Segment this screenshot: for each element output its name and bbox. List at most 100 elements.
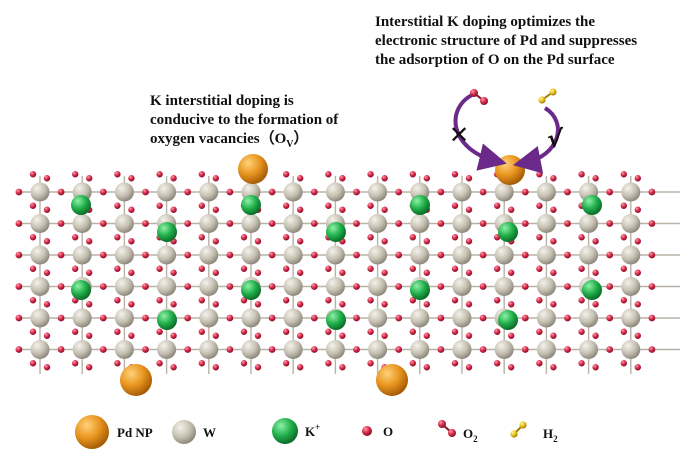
oxygen-atom xyxy=(29,328,37,335)
oxygen-atom xyxy=(114,265,121,272)
oxygen-atom xyxy=(57,251,65,259)
oxygen-atom xyxy=(57,346,65,353)
oxygen-atom xyxy=(86,238,93,245)
oxygen-atom xyxy=(451,265,459,272)
adsorption-cycle: ✕ √ xyxy=(449,88,564,174)
oxygen-atom xyxy=(297,206,304,213)
oxygen-atom xyxy=(114,360,121,367)
tungsten-atom xyxy=(199,308,219,328)
oxygen-atom xyxy=(620,234,627,241)
oxygen-atom xyxy=(128,175,135,182)
oxygen-atom xyxy=(465,332,473,339)
oxygen-atom xyxy=(606,346,614,353)
annotation-right-line-1: Interstitial K doping optimizes the xyxy=(375,14,595,30)
oxygen-atom xyxy=(240,360,248,367)
tungsten-atom xyxy=(410,214,430,233)
tungsten-atom xyxy=(30,214,50,233)
oxygen-atom xyxy=(648,346,656,353)
tungsten-atom xyxy=(72,308,92,328)
potassium-ion xyxy=(157,222,177,242)
oxygen-atom xyxy=(43,238,51,245)
oxygen-atom xyxy=(494,297,501,304)
oxygen-atom xyxy=(325,265,332,272)
oxygen-atom xyxy=(409,328,416,335)
oxygen-atom xyxy=(550,238,557,245)
oxygen-atom xyxy=(99,188,107,196)
annotation-right-line-2: electronic structure of Pd and suppresse… xyxy=(375,33,638,49)
oxygen-atom xyxy=(465,364,473,371)
oxygen-atom xyxy=(297,364,304,371)
oxygen-atom xyxy=(142,283,149,290)
oxygen-atom xyxy=(240,265,248,272)
tungsten-atom xyxy=(325,277,345,296)
svg-text:W: W xyxy=(203,425,216,440)
oxygen-atom xyxy=(43,301,51,308)
oxygen-atom xyxy=(437,220,445,227)
oxygen-atom xyxy=(240,297,248,304)
tungsten-atom xyxy=(368,214,388,233)
oxygen-atom xyxy=(620,360,627,367)
oxygen-atom xyxy=(536,171,543,178)
oxygen-atom xyxy=(508,332,515,339)
oxygen-atom xyxy=(170,175,177,182)
oxygen-atom xyxy=(521,188,529,196)
tungsten-atom xyxy=(30,340,50,359)
oxygen-atom xyxy=(592,364,599,371)
oxygen-atom xyxy=(451,297,459,304)
tungsten-atom xyxy=(157,340,177,359)
oxygen-atom xyxy=(578,234,585,241)
tungsten-atom xyxy=(452,245,472,265)
tungsten-atom xyxy=(114,214,134,233)
tungsten-atom xyxy=(241,245,261,265)
oxygen-atom xyxy=(297,301,304,308)
oxygen-atom xyxy=(142,251,149,259)
tungsten-atom xyxy=(621,308,641,328)
potassium-ion xyxy=(410,195,430,215)
oxygen-atom xyxy=(648,220,656,227)
oxygen-atom xyxy=(240,328,248,335)
tungsten-atom xyxy=(579,308,599,328)
oxygen-atom xyxy=(479,188,487,196)
oxygen-atom xyxy=(170,269,177,276)
svg-text:O2: O2 xyxy=(463,426,478,444)
oxygen-atom xyxy=(254,332,262,339)
oxygen-atom xyxy=(648,251,656,259)
oxygen-atom xyxy=(57,283,65,290)
oxygen-atom xyxy=(564,188,571,196)
tungsten-atom xyxy=(410,340,430,359)
tungsten-atom xyxy=(30,245,50,265)
oxygen-atom xyxy=(268,314,276,322)
oxygen-atom xyxy=(254,269,262,276)
oxygen-atom xyxy=(72,360,79,367)
annotation-left-line-3: oxygen vacancies（OV） xyxy=(150,131,309,150)
tungsten-atom xyxy=(114,182,134,202)
legend: Pd NP W K+ O O2 H2 xyxy=(75,415,558,449)
oxygen-atom xyxy=(325,328,332,335)
oxygen-atom xyxy=(592,175,599,182)
oxygen-atom xyxy=(268,251,276,259)
h2-molecule-icon xyxy=(538,88,557,104)
oxygen-atom xyxy=(395,346,403,353)
legend-item-pd: Pd NP xyxy=(75,415,153,449)
oxygen-atom xyxy=(86,175,93,182)
oxygen-atom xyxy=(367,297,374,304)
annotation-right-line-3: the adsorption of O on the Pd surface xyxy=(375,52,615,68)
oxygen-atom xyxy=(43,269,51,276)
oxygen-atom xyxy=(648,283,656,290)
oxygen-atom xyxy=(15,220,23,227)
oxygen-atom xyxy=(367,202,374,209)
oxygen-atom xyxy=(57,188,65,196)
oxygen-atom xyxy=(381,206,388,213)
potassium-ion xyxy=(157,310,177,330)
oxygen-atom xyxy=(437,346,445,353)
oxygen-atom xyxy=(465,206,473,213)
oxygen-atom xyxy=(184,220,192,227)
oxygen-atom xyxy=(437,314,445,322)
oxygen-atom xyxy=(15,346,23,353)
oxygen-atom xyxy=(283,360,290,367)
oxygen-atom xyxy=(325,297,332,304)
oxygen-atom xyxy=(297,175,304,182)
oxygen-atom xyxy=(29,171,37,178)
tungsten-atom xyxy=(536,245,556,265)
tungsten-atom xyxy=(325,245,345,265)
